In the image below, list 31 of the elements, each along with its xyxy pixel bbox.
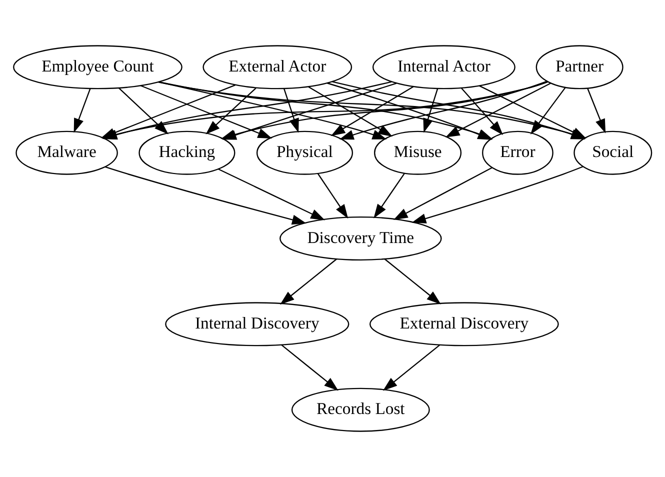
node-ellipse: Records Lost xyxy=(291,388,430,432)
arrow xyxy=(587,88,606,134)
arrow xyxy=(283,88,299,133)
arrow xyxy=(206,88,256,134)
arrow xyxy=(384,258,441,304)
node-ellipse: Internal Discovery xyxy=(165,302,350,346)
arrow xyxy=(382,344,440,391)
arrow xyxy=(412,166,584,224)
arrow xyxy=(281,344,338,391)
node-ellipse: Error xyxy=(482,130,554,175)
arrow xyxy=(74,88,91,133)
arrow xyxy=(318,173,348,219)
arrow xyxy=(393,167,492,220)
arrow xyxy=(445,82,551,138)
node-ellipse: External Discovery xyxy=(369,302,559,346)
node-ellipse: Discovery Time xyxy=(280,216,442,261)
arrow xyxy=(118,88,168,134)
arrow xyxy=(374,173,406,218)
arrow xyxy=(460,88,504,136)
arrow xyxy=(308,86,393,137)
arrow xyxy=(280,258,338,305)
node-ellipse: External Actor xyxy=(202,45,352,90)
arrow xyxy=(104,166,306,225)
node-ellipse: Social xyxy=(574,130,652,175)
node-ellipse: Physical xyxy=(256,130,354,175)
node-ellipse: Employee Count xyxy=(13,45,182,90)
node-ellipse: Internal Actor xyxy=(372,45,516,90)
arrow xyxy=(218,168,326,220)
node-ellipse: Misuse xyxy=(374,130,462,175)
node-ellipse: Partner xyxy=(536,45,624,90)
arrow xyxy=(330,86,414,136)
